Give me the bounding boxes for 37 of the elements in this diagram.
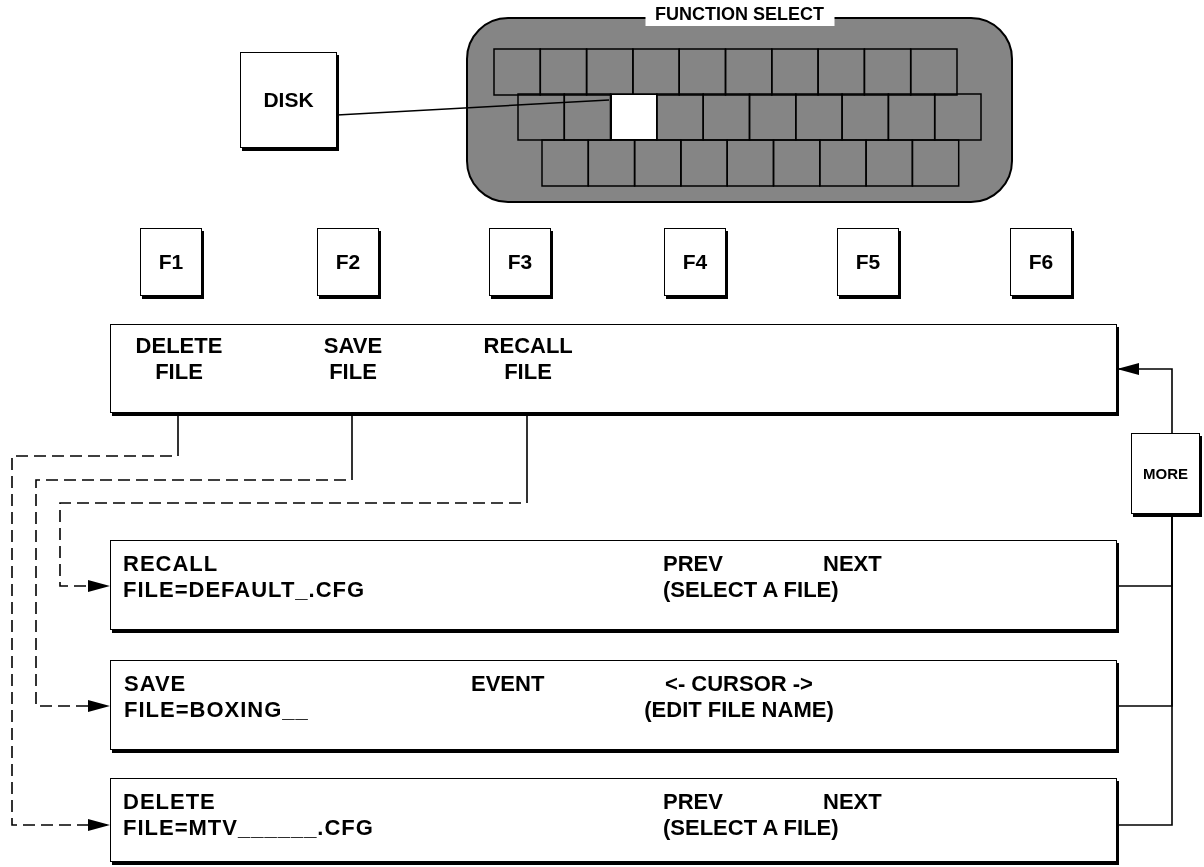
function-key (837, 228, 899, 296)
display-text: (SELECT A FILE) (663, 577, 839, 603)
menu-label: SAVE FILE (323, 333, 383, 385)
display-text: NEXT (823, 551, 882, 577)
function-key (140, 228, 202, 296)
display-text: DELETE FILE=MTV______.CFG (123, 789, 374, 841)
menu-label: RECALL FILE (483, 333, 573, 385)
connector-arrow (1116, 363, 1173, 434)
display-panel (110, 660, 1117, 750)
display-text: EVENT (471, 671, 545, 697)
key-label: F1 (158, 250, 184, 274)
menu-label: DELETE FILE (135, 333, 223, 385)
display-text: PREV (663, 551, 723, 577)
menu-display (110, 324, 1117, 413)
key-label: F5 (855, 250, 881, 274)
key-box (1131, 433, 1200, 514)
function-key (489, 228, 551, 296)
highlighted-key (611, 94, 657, 140)
display-text: PREV (663, 789, 723, 815)
display-text: <- CURSOR -> (EDIT FILE NAME) (643, 671, 835, 723)
key-label: F3 (507, 250, 533, 274)
key-label: F2 (335, 250, 361, 274)
key-label: DISK (263, 88, 314, 112)
function-key (317, 228, 379, 296)
key-label: MORE (1143, 465, 1188, 482)
display-text: RECALL FILE=DEFAULT_.CFG (123, 551, 366, 603)
key-box (240, 52, 337, 148)
display-panel (110, 778, 1117, 862)
leader-line (336, 99, 610, 116)
key-label: F6 (1028, 250, 1054, 274)
display-panel (110, 540, 1117, 630)
function-key (664, 228, 726, 296)
function-key (1010, 228, 1072, 296)
key-label: F4 (682, 250, 708, 274)
display-text: SAVE FILE=BOXING__ (124, 671, 309, 723)
display-text: (SELECT A FILE) (663, 815, 839, 841)
display-text: NEXT (823, 789, 882, 815)
